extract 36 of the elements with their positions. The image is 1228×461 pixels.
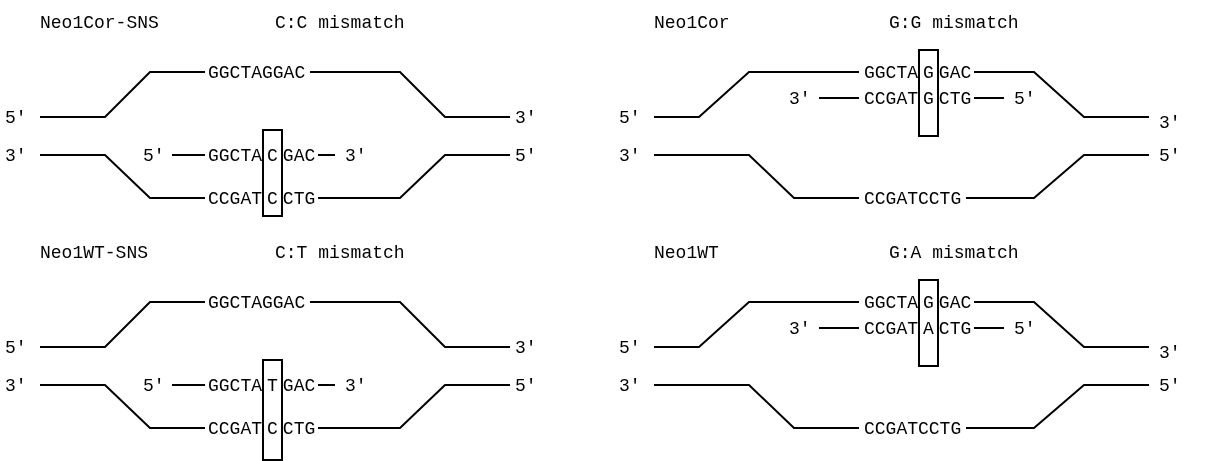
strand-end-label: 5′ xyxy=(1159,376,1181,396)
construct-name: Neo1WT-SNS xyxy=(40,243,149,263)
strand-end-label: 3′ xyxy=(515,338,537,358)
strand-end-label: 3′ xyxy=(345,146,367,166)
strand-end-label: 3′ xyxy=(5,376,27,396)
strand-end-label: 3′ xyxy=(5,146,27,166)
strand-end-label: 3′ xyxy=(1159,113,1181,133)
construct-name: Neo1Cor xyxy=(654,13,730,33)
strand-end-label: 5′ xyxy=(619,108,641,128)
strand-end-label: 3′ xyxy=(345,376,367,396)
strand-end-label: 3′ xyxy=(789,319,811,339)
strand-end-label: 3′ xyxy=(1159,343,1181,363)
strand-end-label: 5′ xyxy=(1159,146,1181,166)
strand-end-label: 3′ xyxy=(515,108,537,128)
mismatch-label: G:A mismatch xyxy=(889,243,1019,263)
strand-end-label: 5′ xyxy=(1014,89,1036,109)
strand-end-label: 5′ xyxy=(5,338,27,358)
strand-end-label: 5′ xyxy=(143,376,165,396)
strand-end-label: 5′ xyxy=(1014,319,1036,339)
strand-end-label: 5′ xyxy=(619,338,641,358)
strand-end-label: 3′ xyxy=(619,376,641,396)
mismatch-label: G:G mismatch xyxy=(889,13,1019,33)
sequence-text: CCGATCCTG xyxy=(864,419,962,439)
strand-end-label: 5′ xyxy=(515,376,537,396)
construct-name: Neo1Cor-SNS xyxy=(40,13,159,33)
sequence-text: CCGATCCTG xyxy=(864,189,962,209)
strand-end-label: 3′ xyxy=(619,146,641,166)
mismatch-label: C:C mismatch xyxy=(275,13,405,33)
strand-end-label: 5′ xyxy=(515,146,537,166)
strand-end-label: 3′ xyxy=(789,89,811,109)
sequence-text: GGCTAGGAC xyxy=(208,293,306,313)
construct-name: Neo1WT xyxy=(654,243,719,263)
sequence-text: GGCTAGGAC xyxy=(208,63,306,83)
mismatch-label: C:T mismatch xyxy=(275,243,405,263)
strand-end-label: 5′ xyxy=(5,108,27,128)
strand-end-label: 5′ xyxy=(143,146,165,166)
